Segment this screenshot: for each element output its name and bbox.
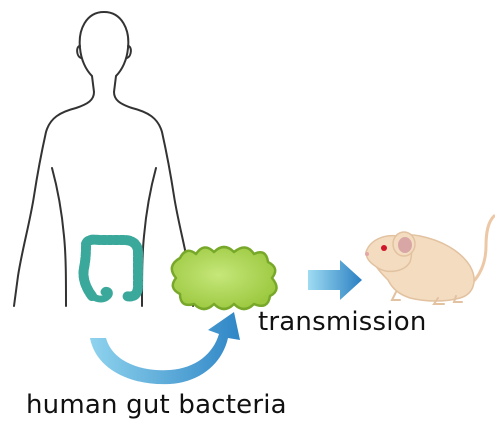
right-arrow-icon xyxy=(308,260,362,300)
curved-arrow-icon xyxy=(90,312,240,385)
intestine-icon xyxy=(78,234,143,303)
transmission-label: transmission xyxy=(258,307,427,337)
bacteria-cluster-icon xyxy=(170,245,278,311)
mouse-icon xyxy=(365,214,495,305)
human-gut-bacteria-label: human gut bacteria xyxy=(26,390,287,420)
human-body-outline-icon xyxy=(13,11,194,307)
